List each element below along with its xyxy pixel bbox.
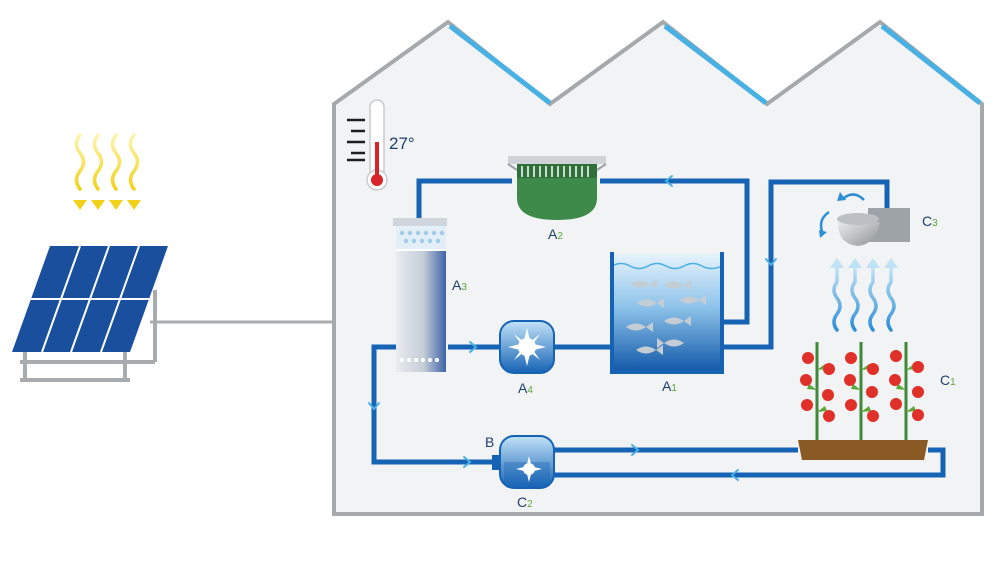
label-a4: A4	[518, 380, 533, 396]
component-c3-condenser	[819, 192, 910, 246]
component-a3-biofilter	[393, 218, 447, 372]
water-pipes	[371, 178, 946, 478]
label-a2: A2	[548, 226, 563, 242]
tomato-icons	[800, 350, 924, 422]
label-c3: C3	[922, 213, 938, 229]
solar-panel-icon	[12, 245, 334, 382]
component-a2-clarifier	[507, 156, 607, 220]
component-c1-tomato-plants	[798, 342, 928, 460]
sun-ray-arrowheads	[73, 200, 141, 210]
label-c1: C1	[940, 372, 956, 388]
label-c2: C2	[517, 494, 533, 510]
starburst-icon	[516, 456, 542, 482]
temperature-reading: 27°	[389, 134, 415, 153]
component-b-injector	[492, 455, 501, 470]
evaporation-arrows-icon	[832, 266, 896, 332]
component-c2-unit	[499, 435, 555, 489]
starburst-icon	[508, 328, 546, 366]
sun-rays-icon	[74, 133, 140, 191]
label-b: B	[485, 434, 494, 450]
thermometer-icon	[347, 99, 388, 191]
flow-arrows	[368, 175, 777, 481]
component-a1-fish-tank	[610, 252, 724, 374]
component-a4-uv-unit	[499, 320, 555, 374]
label-a3: A3	[452, 277, 467, 293]
label-a1: A1	[662, 378, 677, 394]
fish-icons	[626, 279, 706, 355]
